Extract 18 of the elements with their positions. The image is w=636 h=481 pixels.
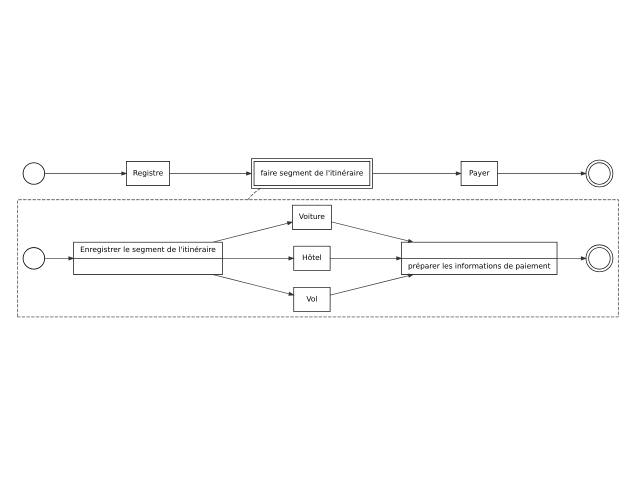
arrow [44, 171, 128, 176]
arrow [330, 256, 402, 260]
arrow [44, 256, 75, 260]
node-circle [586, 160, 614, 188]
arrow [212, 221, 294, 242]
arrow [497, 171, 587, 176]
connector [248, 188, 261, 200]
arrow [330, 274, 414, 296]
arrow [222, 256, 295, 260]
cluster [17, 199, 619, 318]
node-circle [586, 244, 614, 272]
node-circle [22, 162, 46, 185]
arrow [331, 222, 414, 243]
arrow [169, 171, 252, 176]
arrow [556, 256, 587, 260]
node-circle [22, 247, 46, 270]
arrow [372, 171, 462, 176]
arrow [212, 274, 295, 296]
